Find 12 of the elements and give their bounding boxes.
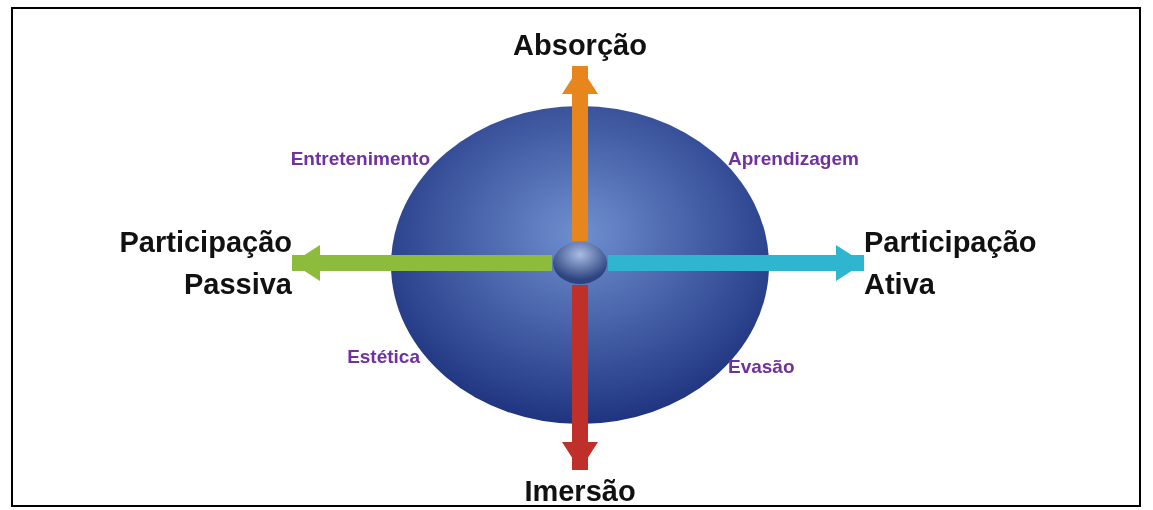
arrow [562, 66, 598, 241]
axis-label: Absorção [480, 24, 680, 66]
quadrant-label: Estética [346, 346, 420, 368]
quadrant-label: Aprendizagem [728, 148, 859, 170]
axis-label: Participação Ativa [864, 221, 1064, 305]
arrow [562, 285, 598, 470]
arrow [608, 245, 864, 281]
axis-label: Imersão [480, 470, 680, 510]
quadrant-label: Evasão [728, 356, 795, 378]
axis-label: Participação Passiva [30, 221, 292, 305]
arrow [292, 245, 552, 281]
quadrant-label: Entretenimento [289, 148, 430, 170]
